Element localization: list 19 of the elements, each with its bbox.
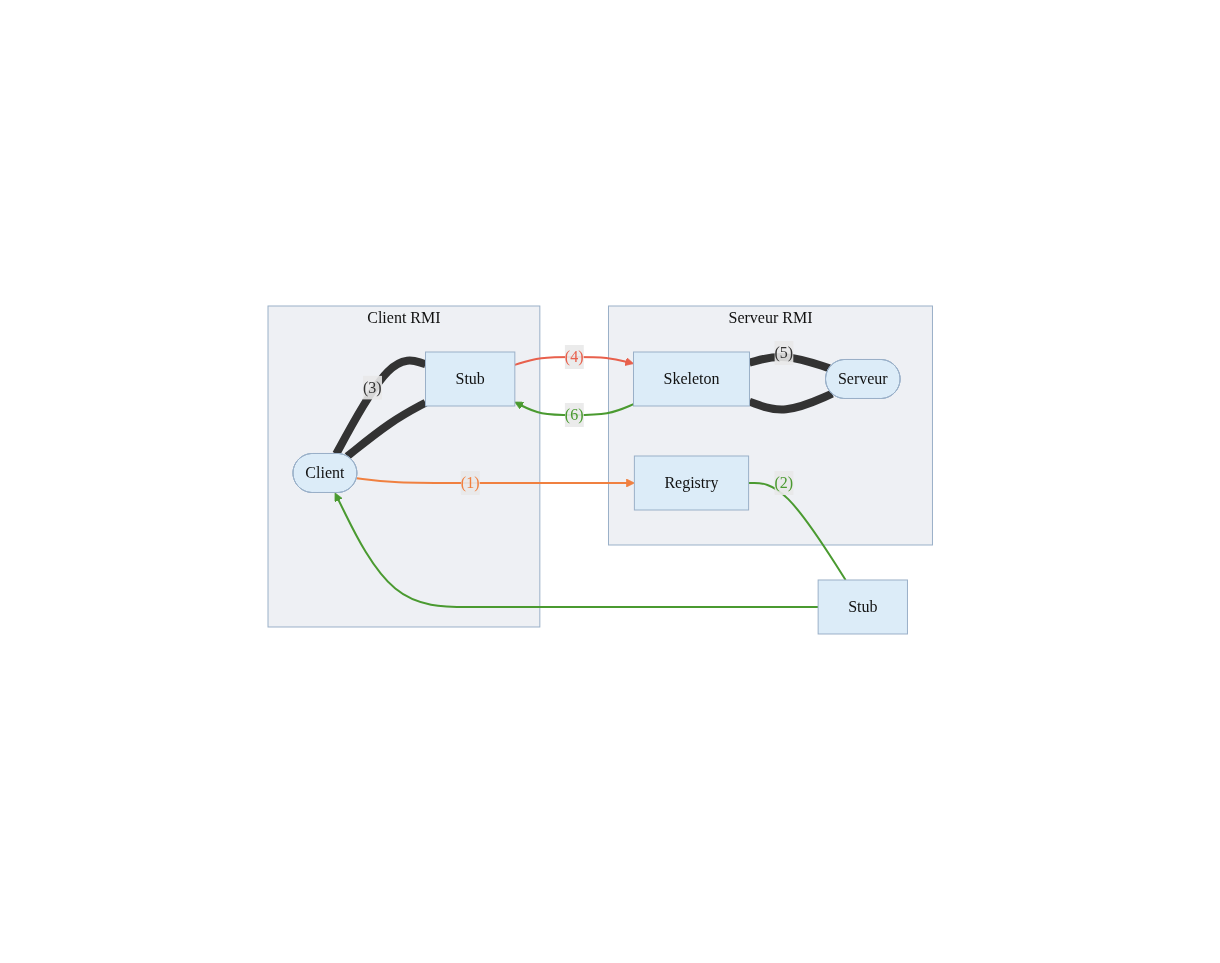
edge-label: (6) bbox=[564, 406, 584, 423]
edge-label: (3) bbox=[362, 378, 382, 396]
connector bbox=[748, 353, 831, 373]
edge-label: (4) bbox=[564, 348, 584, 365]
connector bbox=[344, 399, 428, 460]
connector bbox=[747, 390, 834, 414]
edge-label: (2) bbox=[774, 473, 793, 491]
node-box: Registry bbox=[633, 455, 749, 511]
connector bbox=[747, 482, 847, 581]
connector bbox=[332, 356, 427, 456]
arrow bbox=[514, 401, 635, 416]
arrow bbox=[355, 477, 635, 488]
node-box: Skeleton bbox=[632, 351, 750, 407]
node-box: Stub bbox=[424, 351, 516, 407]
edge-label: (5) bbox=[774, 344, 793, 361]
arrow bbox=[513, 356, 634, 366]
node-box: Stub bbox=[817, 579, 908, 635]
edge-label: (1) bbox=[460, 473, 480, 491]
arrow bbox=[334, 492, 819, 608]
